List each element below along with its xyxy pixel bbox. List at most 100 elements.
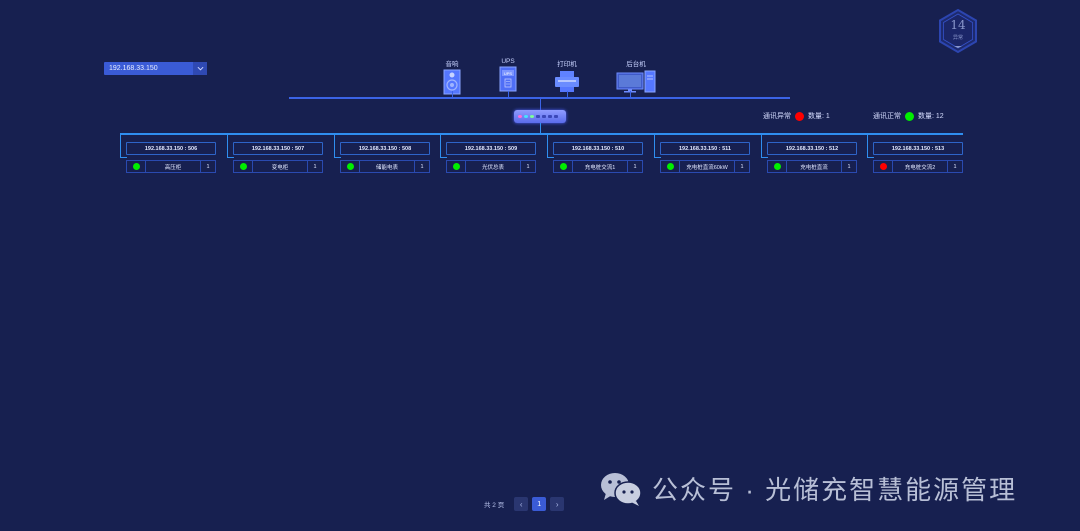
device-count: 1	[313, 163, 317, 170]
port-icon	[542, 115, 546, 118]
device-card[interactable]: 192.168.33.150 : 509 光伏总表 1	[440, 133, 536, 173]
device-ip: 192.168.33.150 : 512	[767, 142, 857, 155]
device-count: 1	[847, 163, 851, 170]
device-bus-line	[120, 133, 963, 135]
device-name: 充电桩交流2	[893, 161, 948, 172]
legend-normal: 通讯正常 数量: 12	[873, 111, 944, 121]
device-label: 打印机	[557, 61, 577, 68]
top-device-ups[interactable]: UPS UPS	[496, 58, 520, 92]
device-count: 1	[526, 163, 530, 170]
status-dot-green-icon	[559, 163, 567, 170]
status-dot-green-icon	[666, 163, 674, 170]
page-1-button[interactable]: 1	[532, 497, 547, 511]
switch-downlink-line	[540, 123, 541, 134]
status-dot-green-icon	[239, 163, 247, 170]
device-ip: 192.168.33.150 : 508	[340, 142, 430, 155]
connector-line	[761, 133, 768, 158]
device-card[interactable]: 192.168.33.150 : 513 充电桩交流2 1	[867, 133, 963, 173]
device-name: 充电桩交流1	[573, 161, 628, 172]
device-name: 充电桩直流60kW	[680, 161, 735, 172]
speaker-icon	[443, 69, 461, 95]
alarm-label: 异常	[952, 35, 963, 41]
device-label: 后台机	[626, 61, 646, 68]
device-label: UPS	[501, 58, 515, 65]
chevron-down-icon[interactable]	[193, 62, 207, 75]
connector-line	[567, 91, 568, 97]
top-bus-line	[289, 97, 790, 99]
alarm-count: 14	[950, 18, 966, 32]
desktop-computer-icon	[616, 70, 656, 93]
device-count: 1	[633, 163, 637, 170]
ip-select-value: 192.168.33.150	[109, 65, 158, 72]
connector-line	[440, 133, 447, 158]
port-led-icon	[524, 115, 528, 118]
pagination: 共 2 页 ‹ 1 ›	[484, 497, 565, 511]
device-count: 1	[740, 163, 744, 170]
connector-line	[630, 91, 631, 97]
device-name: 变电柜	[253, 161, 308, 172]
device-ip: 192.168.33.150 : 507	[233, 142, 323, 155]
device-ip: 192.168.33.150 : 506	[126, 142, 216, 155]
device-card[interactable]: 192.168.33.150 : 506 高压柜 1	[120, 133, 216, 173]
device-ip: 192.168.33.150 : 513	[873, 142, 963, 155]
connector-line	[547, 133, 554, 158]
top-device-speaker[interactable]: 音响	[440, 58, 464, 95]
next-page-button[interactable]: ›	[550, 497, 565, 511]
device-name: 充电桩直流	[787, 161, 842, 172]
status-dot-green-icon	[132, 163, 140, 170]
status-dot-green-icon	[452, 163, 460, 170]
legend-count: 数量: 1	[808, 113, 830, 120]
port-icon	[548, 115, 552, 118]
connector-line	[508, 91, 509, 97]
status-dot-red-icon	[795, 111, 804, 121]
status-dot-green-icon	[905, 111, 914, 121]
device-card[interactable]: 192.168.33.150 : 511 充电桩直流60kW 1	[654, 133, 750, 173]
device-card[interactable]: 192.168.33.150 : 508 储能电表 1	[334, 133, 430, 173]
top-device-printer[interactable]: 打印机	[553, 58, 581, 95]
wechat-icon	[601, 472, 642, 506]
alarm-count-badge[interactable]: 14 异常	[938, 8, 978, 54]
ups-icon: UPS	[499, 66, 517, 92]
status-dot-green-icon	[346, 163, 354, 170]
device-label: 音响	[445, 61, 459, 68]
port-icon	[554, 115, 558, 118]
printer-icon	[555, 71, 579, 92]
device-count: 1	[953, 163, 957, 170]
connector-line	[452, 91, 453, 97]
legend-label: 通讯正常	[873, 113, 901, 120]
device-count: 1	[206, 163, 210, 170]
connector-line	[654, 133, 661, 158]
connector-line	[867, 133, 874, 158]
prev-page-button[interactable]: ‹	[514, 497, 529, 511]
device-ip: 192.168.33.150 : 510	[553, 142, 643, 155]
port-led-icon	[530, 115, 534, 118]
top-device-backend-pc[interactable]: 后台机	[613, 58, 659, 95]
legend-label: 通讯异常	[763, 113, 791, 120]
watermark: 公众号 · 光储充智慧能源管理	[600, 470, 1017, 507]
port-led-icon	[518, 115, 522, 118]
device-ip: 192.168.33.150 : 511	[660, 142, 750, 155]
device-name: 光伏总表	[466, 161, 521, 172]
watermark-text: 公众号 · 光储充智慧能源管理	[652, 475, 1018, 505]
device-card[interactable]: 192.168.33.150 : 512 充电桩直流 1	[761, 133, 857, 173]
svg-text:UPS: UPS	[504, 71, 513, 76]
device-card[interactable]: 192.168.33.150 : 510 充电桩交流1 1	[547, 133, 643, 173]
port-icon	[536, 115, 540, 118]
hexagon-icon	[939, 8, 977, 54]
status-dot-green-icon	[773, 163, 781, 170]
ip-select[interactable]: 192.168.33.150	[104, 62, 207, 75]
switch-uplink-line	[540, 99, 541, 110]
legend-count: 数量: 12	[918, 113, 944, 120]
connector-line	[227, 133, 234, 158]
device-card[interactable]: 192.168.33.150 : 507 变电柜 1	[227, 133, 323, 173]
device-name: 储能电表	[360, 161, 415, 172]
device-count: 1	[420, 163, 424, 170]
network-switch[interactable]	[514, 110, 566, 123]
connector-line	[120, 133, 127, 158]
legend-abnormal: 通讯异常 数量: 1	[763, 111, 830, 121]
page-total: 共 2 页	[484, 502, 505, 509]
status-dot-red-icon	[879, 163, 887, 170]
device-name: 高压柜	[146, 161, 201, 172]
connector-line	[334, 133, 341, 158]
device-ip: 192.168.33.150 : 509	[446, 142, 536, 155]
